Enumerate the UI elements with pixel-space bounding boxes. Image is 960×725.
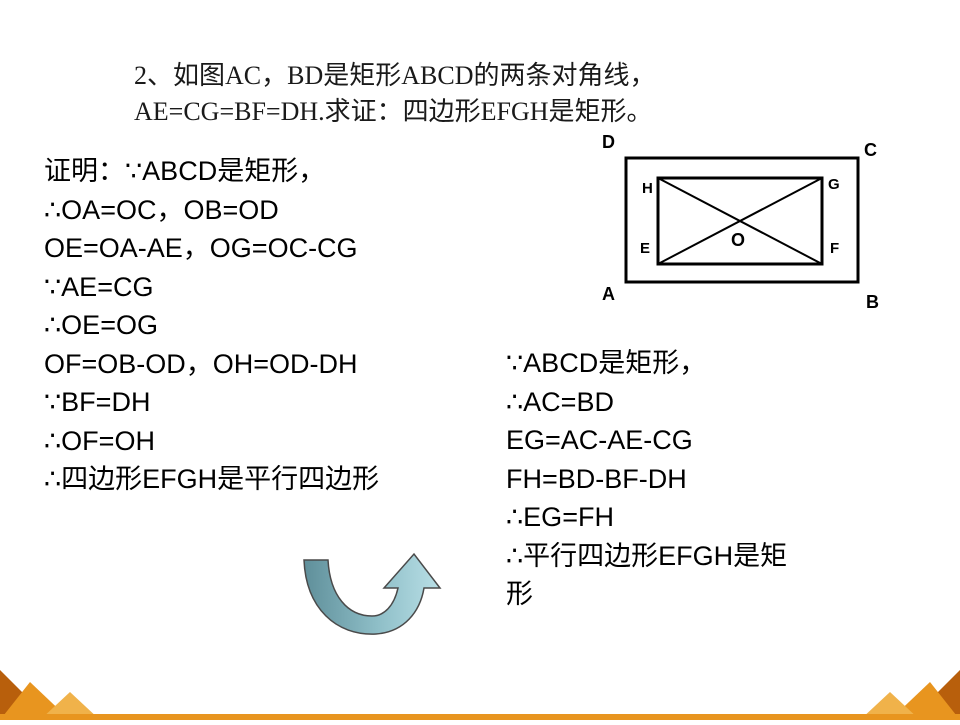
geometry-figure: D C A B H G E F O <box>596 128 896 318</box>
proof-line: 证明：∵ABCD是矩形， <box>44 156 326 186</box>
footer-decoration <box>0 660 960 720</box>
proof-line: ∴EG=FH <box>506 502 614 532</box>
problem-line-1: 2、如图AC，BD是矩形ABCD的两条对角线， <box>134 61 656 90</box>
rectangle-diagram <box>624 156 860 284</box>
curved-arrow-icon[interactable] <box>296 548 446 640</box>
proof-line: ∴OE=OG <box>44 310 158 340</box>
proof-line: ∴平行四边形EFGH是矩 <box>506 540 788 571</box>
vertex-label-f: F <box>830 240 840 257</box>
outer-rectangle-abcd <box>624 156 860 284</box>
problem-line-2: AE=CG=BF=DH.求证：四边形EFGH是矩形。 <box>134 97 653 126</box>
vertex-label-d: D <box>602 132 615 152</box>
proof-line: 形 <box>506 579 533 609</box>
diagonal-eg <box>657 177 823 265</box>
proof-right-column: ∵ABCD是矩形， ∴AC=BD EG=AC-AE-CG FH=BD-BF-DH… <box>506 344 866 614</box>
proof-line: ∵ABCD是矩形， <box>506 348 707 378</box>
proof-line: FH=BD-BF-DH <box>506 463 687 494</box>
vertex-label-b: B <box>866 292 879 312</box>
proof-line: ∴四边形EFGH是平行四边形 <box>44 464 380 494</box>
proof-line: ∵AE=CG <box>44 271 154 302</box>
proof-line: EG=AC-AE-CG <box>506 425 693 455</box>
vertex-label-g: G <box>828 176 840 193</box>
proof-line: ∴OF=OH <box>44 425 155 456</box>
proof-line: ∵BF=DH <box>44 387 151 417</box>
center-label-o: O <box>731 230 746 250</box>
proof-line: ∴OA=OC，OB=OD <box>44 194 279 225</box>
vertex-label-a: A <box>602 284 615 304</box>
inner-rectangle-efgh <box>656 176 824 266</box>
proof-line: OE=OA-AE，OG=OC-CG <box>44 233 358 263</box>
proof-line: OF=OB-OD，OH=OD-DH <box>44 348 358 379</box>
proof-left-column: 证明：∵ABCD是矩形， ∴OA=OC，OB=OD OE=OA-AE，OG=OC… <box>44 152 484 499</box>
vertex-label-h: H <box>642 180 653 197</box>
problem-statement: 2、如图AC，BD是矩形ABCD的两条对角线， AE=CG=BF=DH.求证：四… <box>134 58 854 130</box>
vertex-label-e: E <box>640 240 651 257</box>
vertex-label-c: C <box>864 140 877 160</box>
proof-line: ∴AC=BD <box>506 386 614 417</box>
